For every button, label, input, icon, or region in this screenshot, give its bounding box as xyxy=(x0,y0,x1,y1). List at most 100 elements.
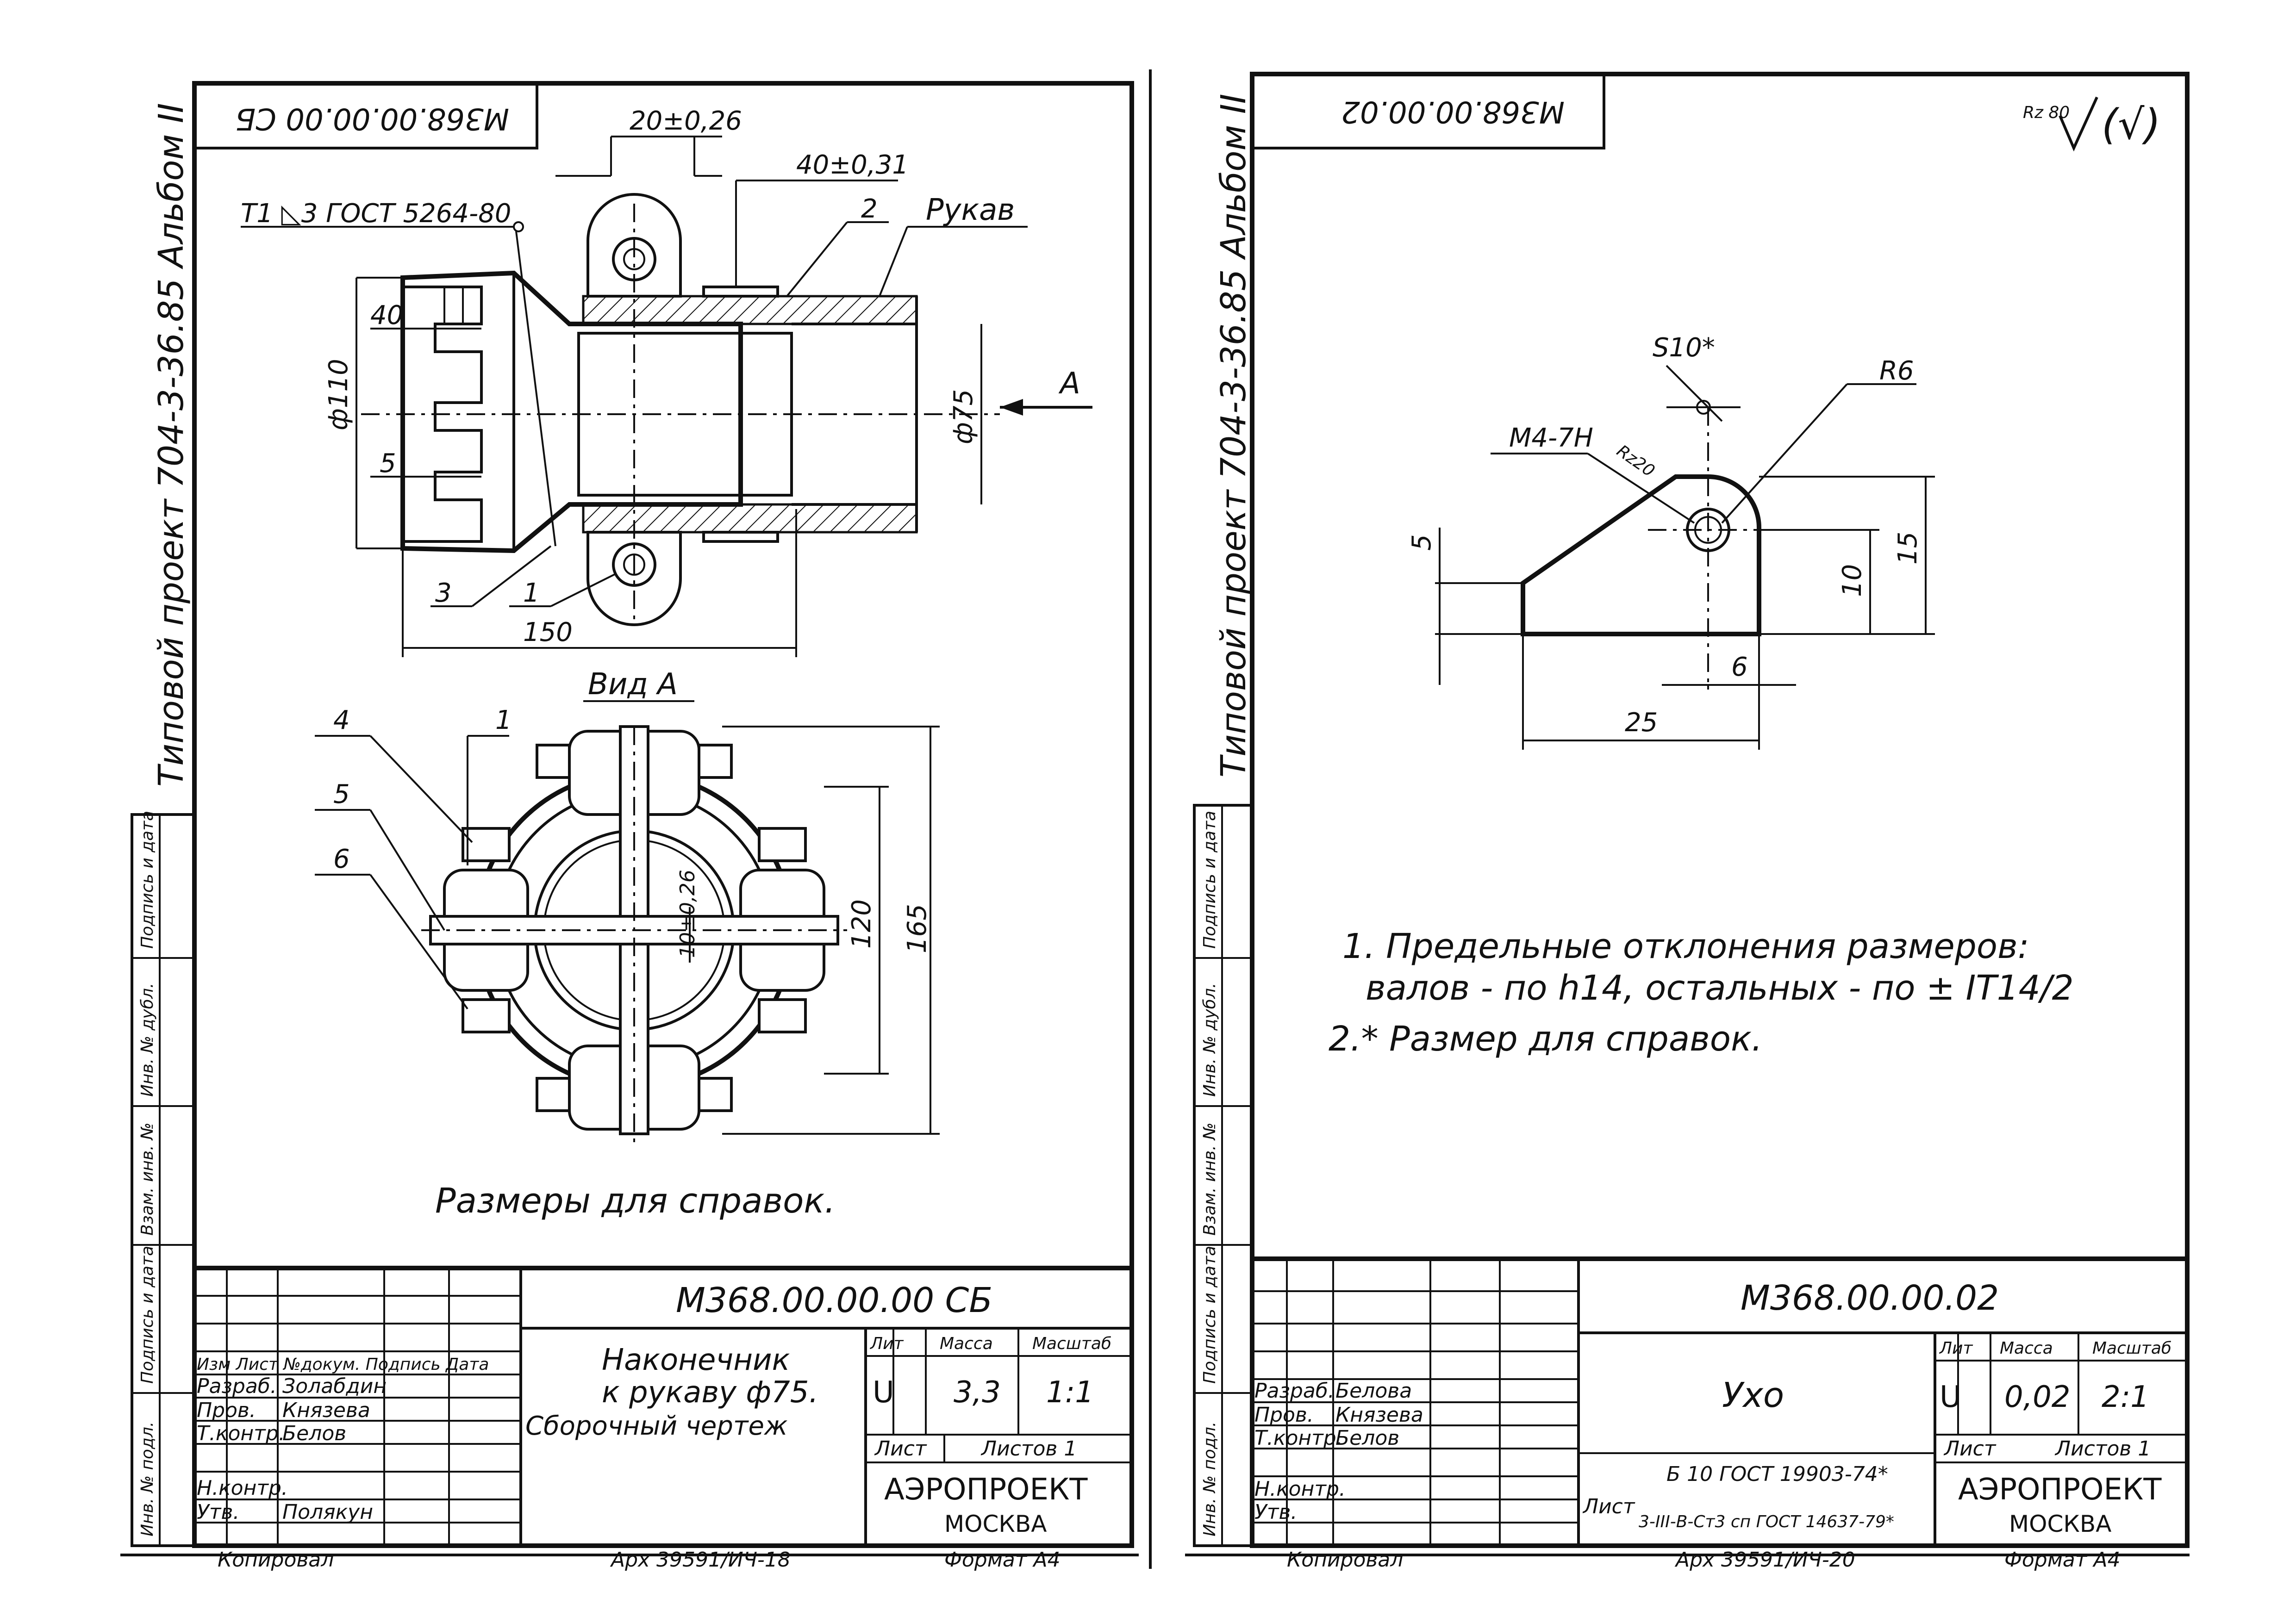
dim-r6: R6 xyxy=(1879,356,1914,386)
left-corner-box xyxy=(193,82,538,149)
right-role-2: Т.контр. xyxy=(1254,1426,1343,1450)
dim-5-right: 5 xyxy=(1407,534,1437,551)
left-stamp-5: Подпись и дата xyxy=(138,811,157,949)
right-scale-header: Масштаб xyxy=(2092,1339,2171,1358)
ear-part: S10* R6 М4-7Н Rz20 5 10 xyxy=(1407,333,1935,750)
right-org: АЭРОПРОЕКТ xyxy=(1958,1473,2162,1507)
dim-40-left: 40 xyxy=(370,300,403,330)
left-name-5: Полякун xyxy=(282,1500,373,1524)
left-doc-code: М368.00.00.00 СБ xyxy=(676,1281,992,1320)
callout-4: 4 xyxy=(333,705,350,735)
left-city: МОСКВА xyxy=(944,1511,1047,1537)
dim-120: 120 xyxy=(847,899,877,949)
dim-10: 10±0,26 xyxy=(676,870,699,958)
right-lit: U xyxy=(1940,1380,1961,1414)
right-corner-code: М368.00.00.02 xyxy=(1341,94,1565,129)
dim-10-right: 10 xyxy=(1837,564,1867,597)
right-name-1: Князева xyxy=(1335,1403,1423,1427)
left-note: Размеры для справок. xyxy=(435,1181,836,1221)
left-inv: Арх 39591/ИЧ-18 xyxy=(610,1548,791,1572)
dim-25-right: 25 xyxy=(1625,708,1658,738)
callout-3: 3 xyxy=(435,578,452,608)
left-format: Формат А4 xyxy=(944,1548,1061,1572)
right-role-0: Разраб. xyxy=(1254,1379,1335,1403)
right-side-title: Типовой проект 704-3-36.85 Альбом II xyxy=(1214,94,1254,777)
left-corner-code: М368.00.00.00 СБ xyxy=(235,101,509,136)
view-arrow-a: А xyxy=(1058,367,1080,401)
weld-note: Т1 ◺3 ГОСТ 5264-80 xyxy=(241,199,512,229)
left-role-1: Пров. xyxy=(197,1399,256,1422)
callout-1: 1 xyxy=(523,578,540,608)
right-inv: Арх 39591/ИЧ-20 xyxy=(1674,1548,1855,1572)
view-a-title: Вид А xyxy=(588,667,678,702)
dim-165: 165 xyxy=(902,904,932,953)
dim-5: 5 xyxy=(380,448,396,479)
view-a: Вид А 4 xyxy=(315,667,940,1143)
dim-d110: ф110 xyxy=(324,359,354,430)
left-lit: U xyxy=(873,1375,894,1410)
callout-hose: Рукав xyxy=(926,193,1015,227)
right-mass: 0,02 xyxy=(2004,1380,2071,1414)
left-scale: 1:1 xyxy=(1046,1375,1094,1410)
left-row-headers: Изм Лист №докум. Подпись Дата xyxy=(197,1355,489,1374)
left-mass: 3,3 xyxy=(954,1375,1001,1410)
left-name-0: Золабдин xyxy=(282,1374,387,1398)
right-stamp-3: Взам. инв. № xyxy=(1200,1123,1219,1236)
left-side-stamp: Инв. № подл. Подпись и дата Взам. инв. №… xyxy=(131,811,196,1547)
right-material-label: Лист xyxy=(1582,1495,1635,1518)
right-stamp-2: Подпись и дата xyxy=(1200,1246,1219,1384)
dim-d75: ф75 xyxy=(948,389,979,444)
callout-2: 2 xyxy=(861,194,878,224)
dim-s10: S10* xyxy=(1653,333,1715,363)
left-name-1: Князева xyxy=(282,1399,370,1422)
left-title-block: Изм Лист №докум. Подпись Дата Разраб. Пр… xyxy=(192,1266,1134,1548)
right-note-1: 1. Предельные отклонения размеров: xyxy=(1342,927,2029,966)
right-format: Формат А4 xyxy=(2004,1548,2121,1572)
left-org: АЭРОПРОЕКТ xyxy=(884,1473,1088,1507)
right-stamp-5: Подпись и дата xyxy=(1200,811,1219,949)
dim-20: 20±0,26 xyxy=(630,106,742,136)
right-material-2: 3-III-В-Ст3 сп ГОСТ 14637-79* xyxy=(1639,1512,1894,1531)
callout-6: 6 xyxy=(333,844,350,874)
dim-15-right: 15 xyxy=(1893,532,1923,565)
right-frame xyxy=(1250,72,2190,1548)
right-name-2: Белов xyxy=(1335,1426,1399,1450)
left-role-2: Т.контр. xyxy=(197,1422,285,1445)
right-scale: 2:1 xyxy=(2102,1380,2149,1414)
right-sheet-label: Лист xyxy=(1943,1437,1997,1461)
right-sheet: М368.00.00.02 Rz 80 (√) Типовой проект 7… xyxy=(1185,72,2190,1572)
right-roughness-paren: (√) xyxy=(2102,100,2161,149)
right-material-1: Б 10 ГОСТ 19903-74* xyxy=(1666,1462,1888,1486)
right-corner-box xyxy=(1251,73,1605,149)
left-sheets-label: Листов 1 xyxy=(980,1437,1077,1461)
left-name-line1: Наконечник xyxy=(602,1343,790,1377)
left-stamp-2: Подпись и дата xyxy=(138,1246,157,1384)
bottom-ear xyxy=(586,531,682,626)
right-side-stamp: Инв. № подл. Подпись и дата Взам. инв. №… xyxy=(1193,804,1254,1547)
dim-150: 150 xyxy=(523,617,573,647)
left-name-line2: к рукаву ф75. xyxy=(602,1375,818,1410)
left-stamp-1: Инв. № подл. xyxy=(138,1422,157,1536)
right-lit-header: Лит xyxy=(1939,1339,1973,1358)
left-copied: Копировал xyxy=(218,1548,334,1572)
right-title-block: Разраб. Пров. Т.контр. Н.контр. Утв. Бел… xyxy=(1250,1256,2190,1548)
left-lit-header: Лит xyxy=(869,1334,904,1353)
roughness-mark xyxy=(2059,96,2098,152)
callout-1b: 1 xyxy=(495,705,512,735)
left-name-line3: Сборочный чертеж xyxy=(525,1411,787,1441)
left-side-title: Типовой проект 704-3-36.85 Альбом II xyxy=(151,103,191,787)
right-mass-header: Масса xyxy=(2000,1339,2053,1358)
left-scale-header: Масштаб xyxy=(1032,1334,1111,1353)
left-role-4: Н.контр. xyxy=(197,1476,288,1500)
left-role-0: Разраб. xyxy=(197,1374,277,1398)
right-note-2: валов - по h14, остальных - по ± IT14/2 xyxy=(1366,968,2074,1008)
right-role-1: Пров. xyxy=(1254,1403,1314,1427)
right-note-3: 2.* Размер для справок. xyxy=(1329,1019,1762,1059)
right-city: МОСКВА xyxy=(2009,1511,2111,1537)
left-sheet: М368.00.00.00 СБ Типовой проект 704-3-36… xyxy=(120,81,1139,1572)
dim-40-top: 40±0,31 xyxy=(796,150,909,180)
left-stamp-3: Взам. инв. № xyxy=(138,1123,157,1236)
right-doc-code: М368.00.00.02 xyxy=(1741,1278,1999,1318)
hose-bottom-wall xyxy=(582,503,918,534)
